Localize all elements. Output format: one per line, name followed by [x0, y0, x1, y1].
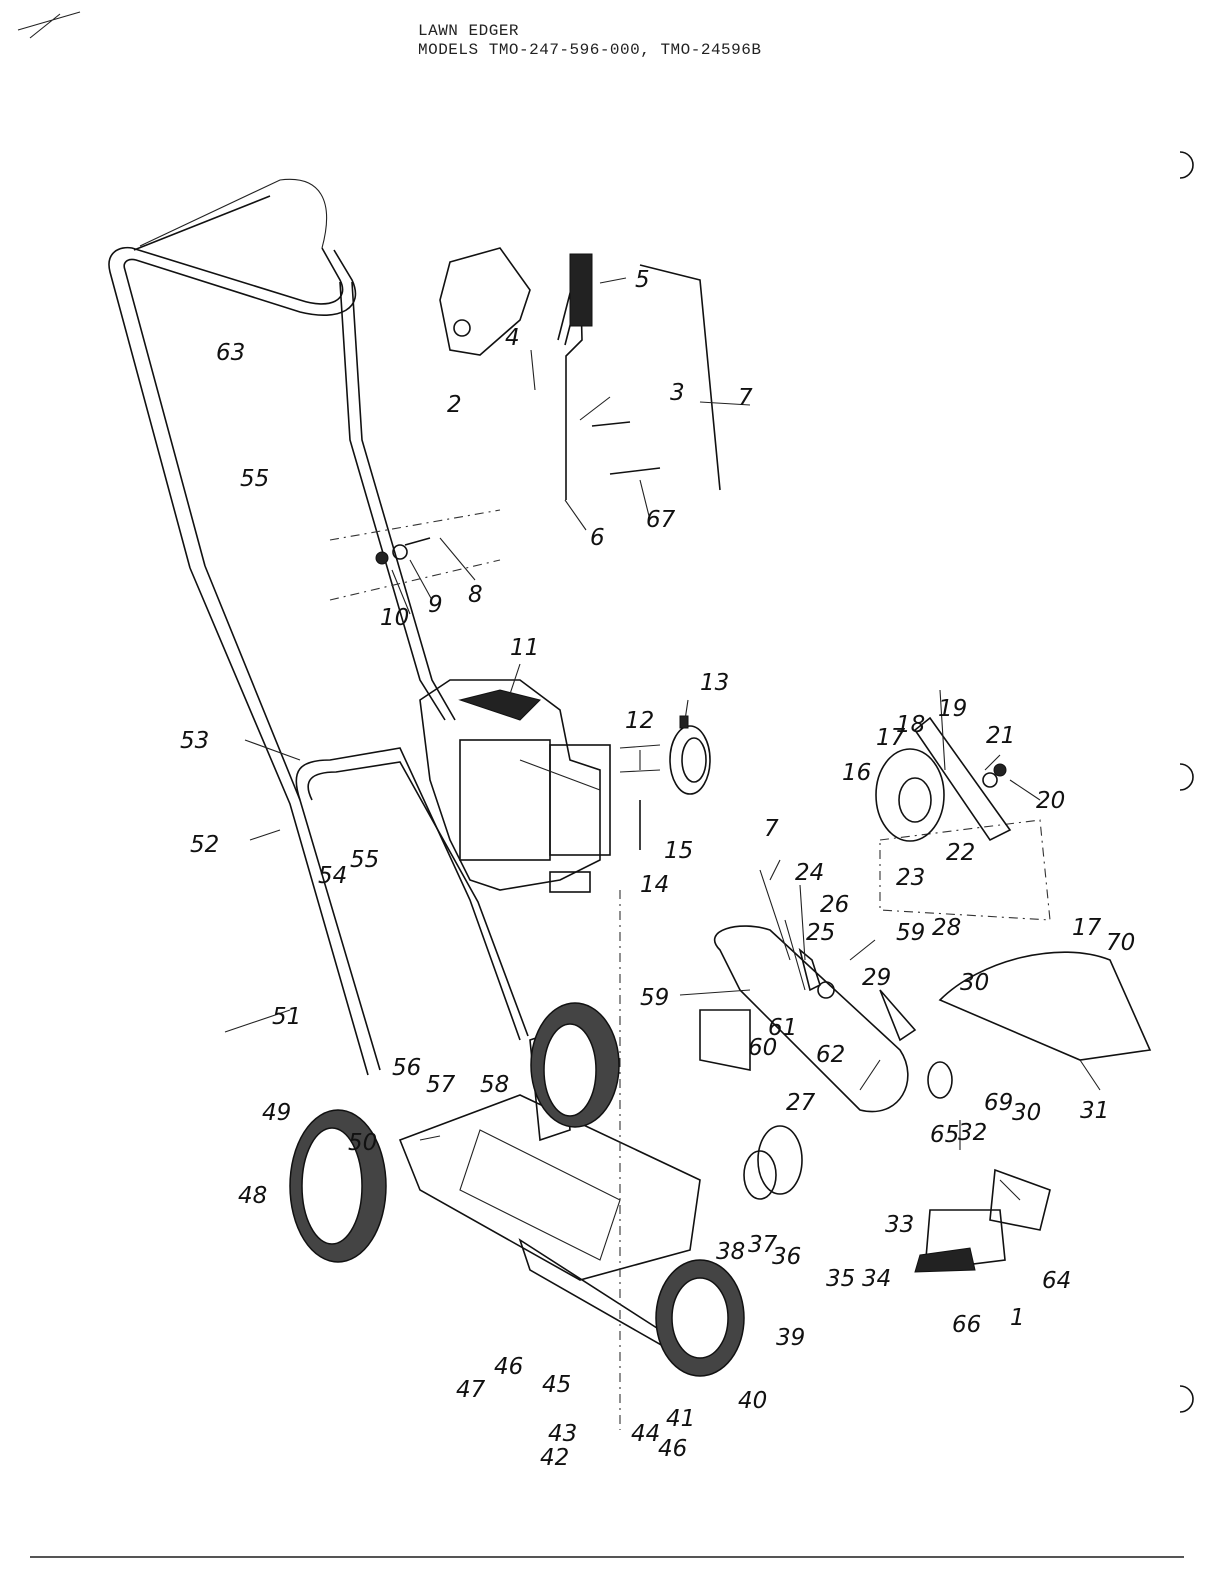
- part-number-26: 26: [820, 892, 849, 918]
- part-number-56: 56: [392, 1055, 421, 1081]
- part-number-7: 7: [738, 385, 753, 411]
- part-number-6: 6: [590, 525, 605, 551]
- leader-lines: [224, 277, 1101, 1201]
- part-number-46-2: 46: [658, 1436, 687, 1462]
- part-number-66: 66: [952, 1312, 981, 1338]
- part-number-27: 27: [786, 1090, 816, 1116]
- part-number-10: 10: [380, 605, 409, 631]
- part-number-12: 12: [625, 708, 654, 734]
- part-number-59: 59: [640, 985, 669, 1011]
- part-number-38: 38: [716, 1239, 745, 1265]
- part-number-55-2: 55: [240, 466, 269, 492]
- bottom-rule: [30, 1556, 1184, 1558]
- part-number-19: 19: [938, 696, 967, 722]
- part-number-4: 4: [505, 325, 520, 351]
- part-number-65: 65: [930, 1122, 959, 1148]
- part-number-42: 42: [540, 1445, 569, 1471]
- part-number-30: 30: [960, 970, 989, 996]
- part-number-17-2: 17: [1072, 915, 1102, 941]
- engine: [419, 679, 611, 893]
- part-number-51: 51: [272, 1004, 301, 1030]
- part-number-16: 16: [842, 760, 871, 786]
- part-number-1: 1: [1010, 1305, 1025, 1331]
- handle-assembly: [108, 178, 529, 1076]
- part-number-54: 54: [318, 863, 347, 889]
- part-number-41: 41: [666, 1406, 695, 1432]
- part-number-37: 37: [748, 1232, 778, 1258]
- part-number-44: 44: [631, 1421, 660, 1447]
- part-number-59-2: 59: [896, 920, 925, 946]
- part-number-43: 43: [548, 1421, 577, 1447]
- part-number-17: 17: [876, 725, 906, 751]
- frame: [398, 890, 701, 1430]
- part-number-48: 48: [238, 1183, 267, 1209]
- part-number-14: 14: [640, 872, 669, 898]
- part-number-55: 55: [350, 847, 379, 873]
- scan-marks: [17, 11, 1194, 1413]
- part-number-8: 8: [468, 582, 483, 608]
- part-number-7-2: 7: [764, 816, 779, 842]
- blade-assembly: [743, 1125, 1051, 1273]
- part-number-36: 36: [772, 1244, 801, 1270]
- part-number-47: 47: [456, 1377, 486, 1403]
- part-number-25: 25: [806, 920, 835, 946]
- part-number-40: 40: [738, 1388, 767, 1414]
- part-number-3: 3: [670, 380, 685, 406]
- belt-guard: [699, 869, 1152, 1113]
- part-number-46: 46: [494, 1354, 523, 1380]
- part-number-23: 23: [896, 865, 925, 891]
- part-number-34: 34: [862, 1266, 891, 1292]
- part-number-50: 50: [348, 1130, 377, 1156]
- part-number-57: 57: [426, 1072, 456, 1098]
- part-number-49: 49: [262, 1100, 291, 1126]
- part-number-52: 52: [190, 832, 219, 858]
- part-number-61: 61: [768, 1015, 797, 1041]
- part-number-32: 32: [958, 1120, 987, 1146]
- part-number-20: 20: [1036, 788, 1065, 814]
- part-number-22: 22: [946, 840, 975, 866]
- shift-linkage: [329, 247, 721, 601]
- pulley-group: [619, 715, 711, 850]
- part-number-70: 70: [1106, 930, 1135, 956]
- part-number-64: 64: [1042, 1268, 1071, 1294]
- part-number-33: 33: [885, 1212, 914, 1238]
- part-number-69: 69: [984, 1090, 1013, 1116]
- part-number-30-2: 30: [1012, 1100, 1041, 1126]
- part-number-39: 39: [776, 1325, 805, 1351]
- part-number-31: 31: [1080, 1098, 1109, 1124]
- document-header: LAWN EDGER MODELS TMO-247-596-000, TMO-2…: [418, 22, 761, 60]
- part-number-63: 63: [216, 340, 245, 366]
- part-number-62: 62: [816, 1042, 845, 1068]
- part-number-58: 58: [480, 1072, 509, 1098]
- part-number-21: 21: [986, 723, 1015, 749]
- bearing-bracket: [875, 716, 1051, 921]
- part-number-35: 35: [826, 1266, 855, 1292]
- part-number-2: 2: [447, 392, 462, 418]
- part-number-24: 24: [795, 860, 824, 886]
- part-number-45: 45: [542, 1372, 571, 1398]
- part-number-9: 9: [428, 592, 443, 618]
- part-number-15: 15: [664, 838, 693, 864]
- part-number-60: 60: [748, 1035, 777, 1061]
- part-number-13: 13: [700, 670, 729, 696]
- part-number-67: 67: [646, 507, 676, 533]
- wheels: [289, 1002, 745, 1377]
- part-number-29: 29: [862, 965, 891, 991]
- part-number-11: 11: [510, 635, 539, 661]
- part-number-18: 18: [896, 712, 925, 738]
- document-title: LAWN EDGER: [418, 22, 520, 40]
- part-number-28: 28: [932, 915, 961, 941]
- part-number-53: 53: [180, 728, 209, 754]
- part-number-5: 5: [635, 267, 650, 293]
- model-numbers: MODELS TMO-247-596-000, TMO-24596B: [418, 41, 762, 59]
